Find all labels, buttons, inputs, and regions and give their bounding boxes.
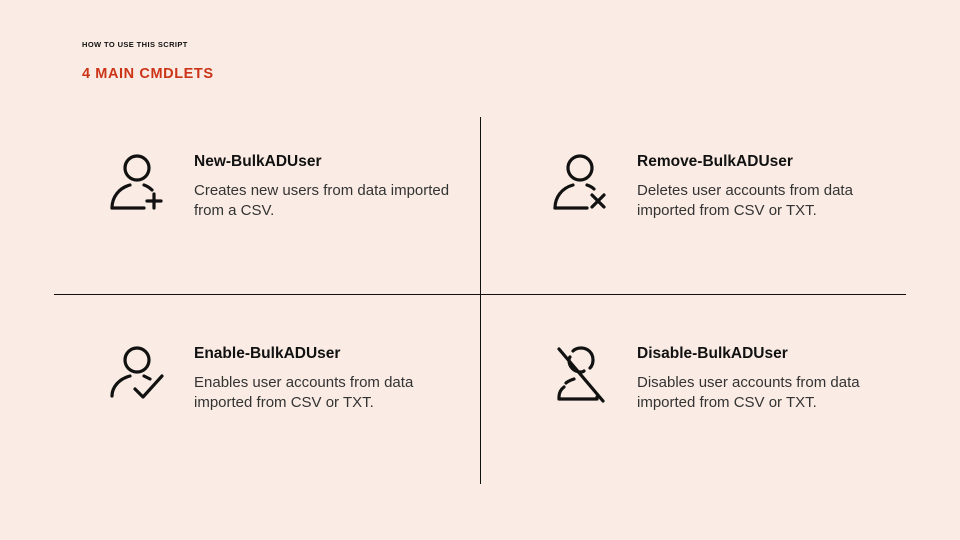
cmdlet-description: Disables user accounts from data importe… [637,374,860,411]
user-disabled-icon [551,343,611,403]
cmdlet-card-enable: Enable-BulkADUser Enables user accounts … [108,343,488,453]
user-add-icon [108,151,168,211]
cmdlet-title: New-BulkADUser [194,153,322,170]
cmdlet-card-new: New-BulkADUser Creates new users from da… [108,151,488,261]
cmdlet-card-remove: Remove-BulkADUser Deletes user accounts … [551,151,931,261]
horizontal-divider [54,294,906,295]
slide-eyebrow: HOW TO USE THIS SCRIPT [82,40,188,49]
cmdlet-title: Enable-BulkADUser [194,345,341,362]
user-remove-icon [551,151,611,211]
cmdlet-title: Disable-BulkADUser [637,345,788,362]
user-check-icon [108,343,168,403]
cmdlet-description: Enables user accounts from data imported… [194,374,414,411]
cmdlet-description: Deletes user accounts from data imported… [637,182,853,219]
cmdlet-description: Creates new users from data imported fro… [194,182,450,219]
cmdlet-card-disable: Disable-BulkADUser Disables user account… [551,343,931,453]
vertical-divider [480,117,481,484]
cmdlet-title: Remove-BulkADUser [637,153,793,170]
slide-heading: 4 MAIN CMDLETS [82,66,214,82]
